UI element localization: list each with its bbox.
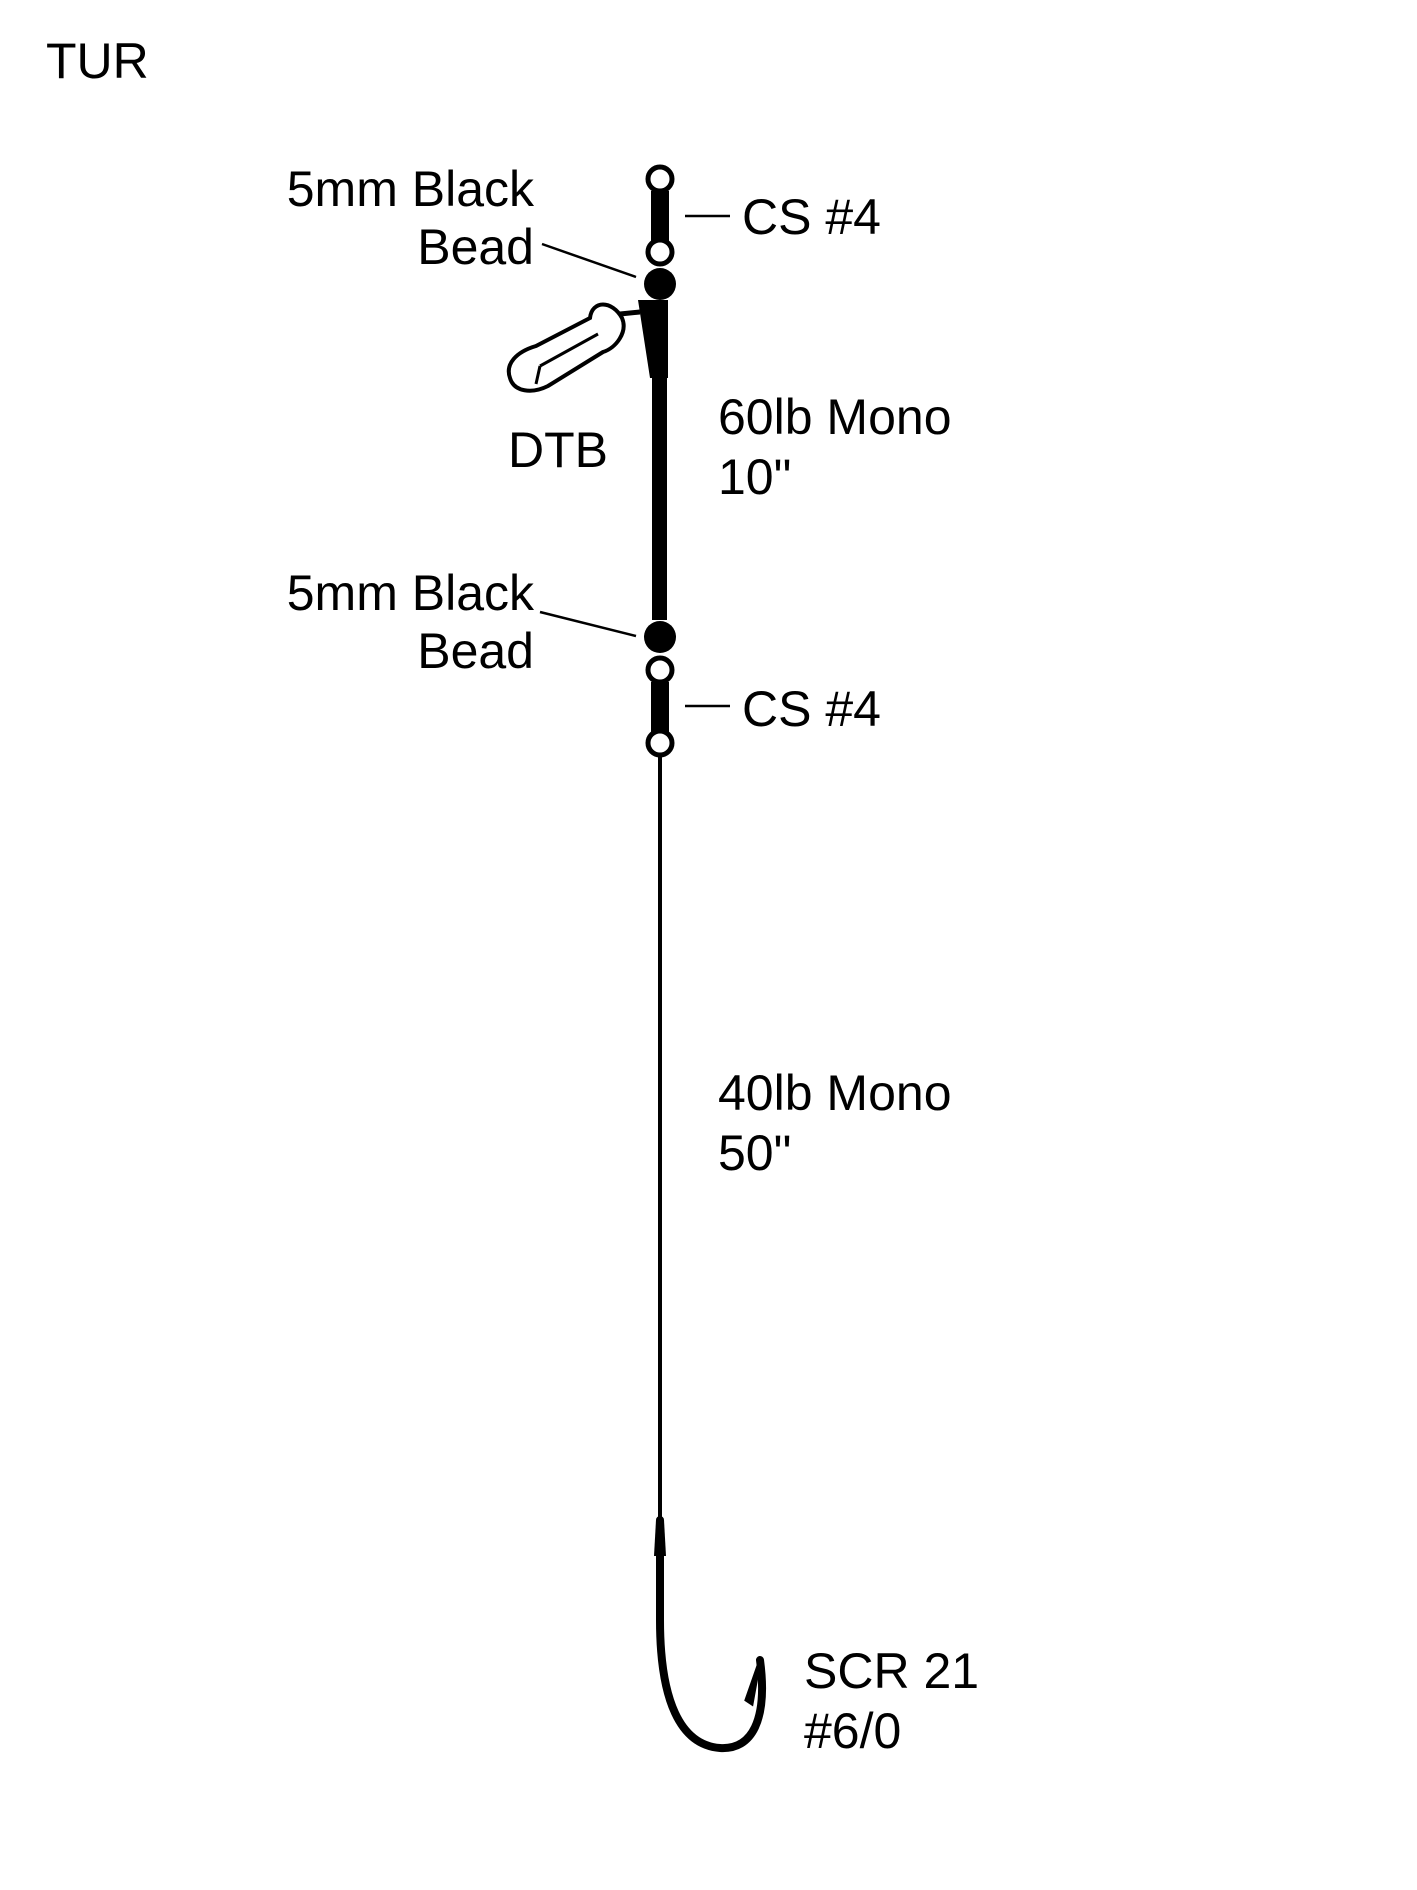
bead-bottom-label-line2: Bead [417,623,534,679]
boom-tube [638,300,668,378]
swivel-top-ring-lower [645,237,675,267]
bead-top-label-line2: Bead [417,219,534,275]
dtb-label: DTB [508,422,608,478]
snap-clip-wire [539,332,599,368]
bead-bottom-leader [539,610,637,638]
snap-clip-body [506,302,626,393]
swivel-top-barrel [651,191,669,244]
boom-arm [619,309,641,317]
mono40-label-line1: 40lb Mono [718,1065,952,1121]
bead-top-leader [541,242,637,279]
bead-top [644,268,676,300]
mono40-label-line2: 50" [718,1125,791,1181]
swivel-bottom-barrel [651,682,669,735]
crane-swivel-bottom [645,655,675,758]
mono60-label-line1: 60lb Mono [718,389,952,445]
cs-top-label: CS #4 [742,189,881,245]
bead-top-label-line1: 5mm Black [287,161,535,217]
bead-bottom [644,621,676,653]
dropper-tube-boom [506,300,668,393]
hook-barb [744,1659,762,1707]
hook [654,1516,767,1753]
hook-label-line1: SCR 21 [804,1643,979,1699]
swivel-top-ring-upper [645,164,675,194]
crane-swivel-top [645,164,675,267]
mono60-label-line2: 10" [718,449,791,505]
snap-clip-latch [534,365,542,385]
diagram-title: TUR [46,33,149,89]
hook-label-line2: #6/0 [804,1703,901,1759]
line-60lb-mono [652,378,667,620]
swivel-bottom-ring-upper [645,655,675,685]
bead-bottom-label-line1: 5mm Black [287,565,535,621]
swivel-bottom-ring-lower [645,728,675,758]
hook-bend [656,1516,767,1753]
cs-bottom-label: CS #4 [742,681,881,737]
